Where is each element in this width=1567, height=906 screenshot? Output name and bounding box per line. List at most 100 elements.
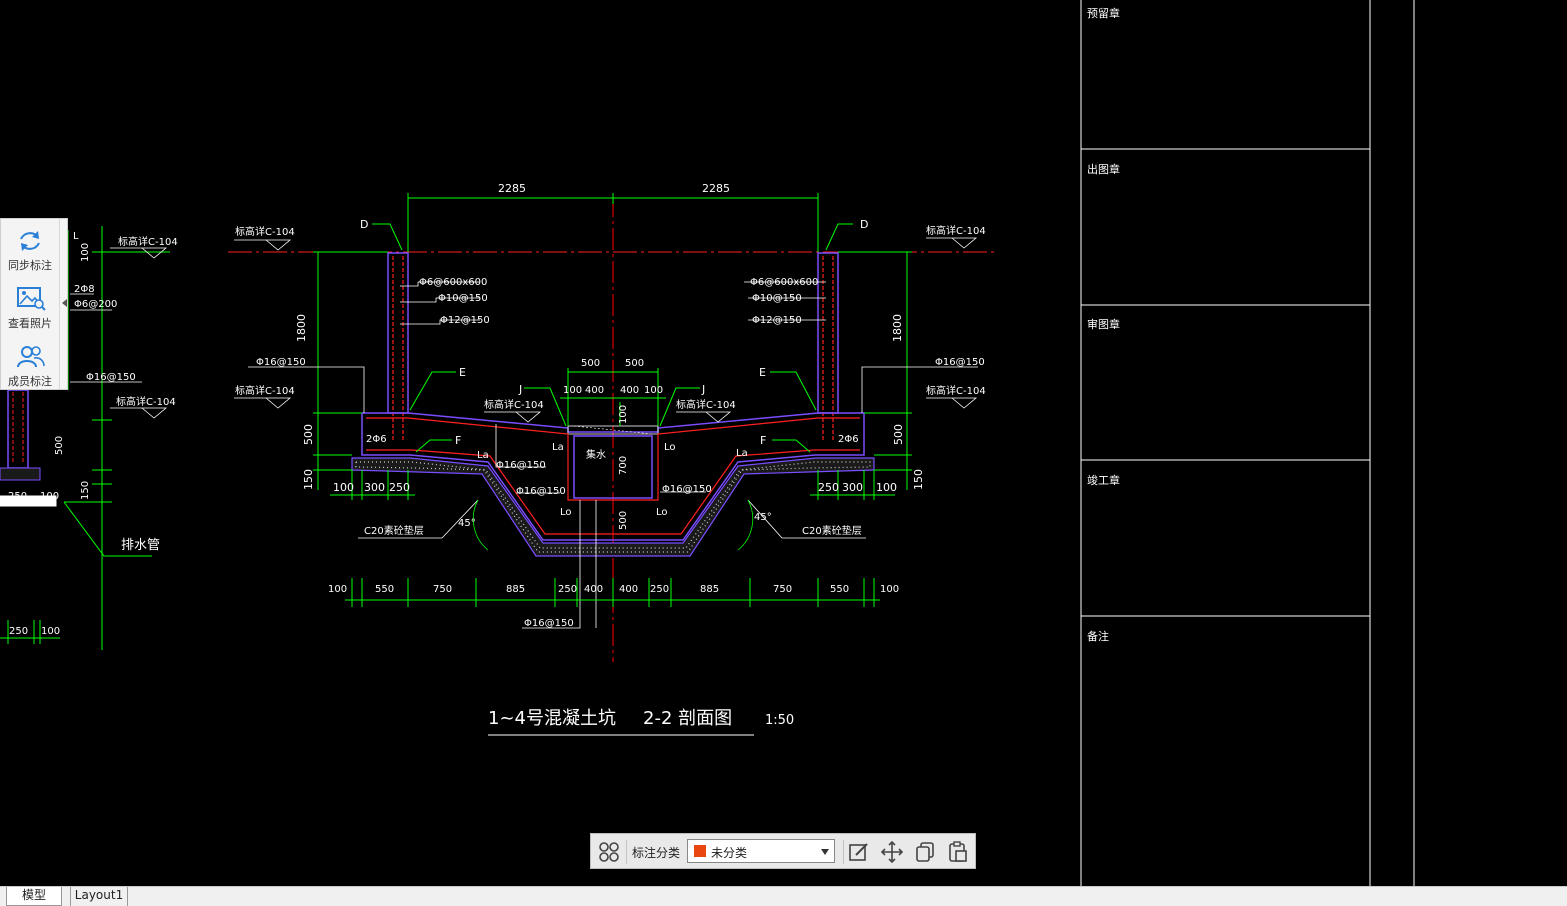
member-annotation-button[interactable]: 成员标注	[1, 337, 59, 393]
la-1: La	[552, 442, 564, 453]
copy-annotation-button[interactable]	[913, 840, 937, 864]
dim-1800-left: 1800	[295, 314, 308, 342]
rebar-l-c: Φ12@150	[440, 315, 490, 326]
level-c-left: 标高详C-104	[484, 398, 544, 411]
left-dim-100b: 100	[41, 626, 60, 637]
rebar-l-b: Φ10@150	[438, 293, 488, 304]
bdim-6: 400	[619, 584, 638, 595]
dim-300-r: 300	[842, 481, 863, 494]
rebar-slope-2: Φ16@150	[516, 486, 566, 497]
rebar-r-c: Φ12@150	[752, 315, 802, 326]
dim-100-sb: 100	[644, 385, 663, 396]
dim-300-l: 300	[364, 481, 385, 494]
dim-100-l: 100	[333, 481, 354, 494]
level-l-mid: 标高详C-104	[235, 384, 295, 397]
drawing-title: 1~4号混凝土坑	[488, 708, 616, 729]
edit-annotation-button[interactable]	[847, 840, 871, 864]
top-dim-right: 2285	[702, 182, 730, 195]
sync-icon	[20, 231, 40, 251]
annotation-side-panel: 同步标注 查看照片 成员标注	[0, 218, 68, 390]
copy-icon	[916, 842, 934, 862]
rebar-slope-3: Φ16@150	[662, 484, 712, 495]
bdim-8: 885	[700, 584, 719, 595]
dim-500-left: 500	[302, 424, 315, 445]
bdim-5: 400	[584, 584, 603, 595]
rebar-l-d: Φ16@150	[256, 357, 306, 368]
toolbar-divider	[843, 840, 844, 864]
top-dim-left: 2285	[498, 182, 526, 195]
marker-e-right: E	[759, 366, 766, 379]
view-photo-label: 查看照片	[8, 317, 52, 330]
tab-model[interactable]: 模型	[6, 887, 62, 906]
edit-icon	[849, 843, 868, 861]
level-c-right: 标高详C-104	[676, 398, 736, 411]
dim-100-r: 100	[876, 481, 897, 494]
left-rebar-d: Φ16@150	[86, 372, 136, 383]
la-2: La	[477, 450, 489, 461]
bdim-10: 550	[830, 584, 849, 595]
view-photo-button[interactable]: 查看照片	[1, 279, 59, 335]
rebar-l-e: 2Φ6	[366, 434, 387, 445]
category-select[interactable]: 未分类	[687, 839, 835, 863]
lo-3: Lo	[656, 507, 668, 518]
bdim-2: 750	[433, 584, 452, 595]
lo-1: Lo	[664, 442, 676, 453]
grid-menu-button[interactable]	[597, 840, 621, 864]
drawing-scale: 1:50	[765, 713, 794, 728]
paste-icon	[949, 841, 967, 862]
dim-400-sa: 400	[585, 385, 604, 396]
paste-annotation-button[interactable]	[946, 840, 970, 864]
section-drawing: 2285 2285	[228, 182, 998, 736]
dim-250-r: 250	[818, 481, 839, 494]
bdim-3: 885	[506, 584, 525, 595]
bdim-11: 100	[880, 584, 899, 595]
sync-annotation-button[interactable]: 同步标注	[1, 221, 59, 277]
bdim-1: 550	[375, 584, 394, 595]
cushion-right: C20素砼垫层	[802, 524, 862, 537]
rebar-r-b: Φ10@150	[752, 293, 802, 304]
left-partial-drawing: L 标高详C-104 标高详C-104 2Φ8 Φ6@200 Φ16@150 1…	[0, 226, 178, 650]
dim-150-right: 150	[912, 469, 925, 490]
left-dim-100a: 100	[40, 491, 59, 502]
bdim-0: 100	[328, 584, 347, 595]
move-annotation-button[interactable]	[880, 840, 904, 864]
angle-left: 45°	[458, 518, 476, 529]
bdim-7: 250	[650, 584, 669, 595]
tab-layout1[interactable]: Layout1	[70, 887, 128, 906]
move-icon	[880, 840, 904, 864]
dim-500-v: 500	[618, 511, 629, 530]
category-color-swatch	[694, 845, 706, 857]
level-r-top: 标高详C-104	[926, 224, 986, 237]
dim-500-a: 500	[581, 358, 600, 369]
sync-annotation-label: 同步标注	[8, 259, 52, 272]
left-dim-500: 500	[54, 436, 65, 455]
dim-100-v: 100	[618, 405, 629, 424]
marker-d-left: D	[360, 218, 368, 231]
grid-icon	[599, 842, 619, 862]
left-marker-l: L	[73, 231, 79, 242]
la-3: La	[736, 448, 748, 459]
drawing-section: 2-2 剖面图	[643, 708, 732, 729]
photo-icon	[17, 287, 46, 311]
rebar-l-a: Φ6@600x600	[419, 277, 487, 288]
marker-f-right: F	[760, 434, 766, 447]
category-value: 未分类	[711, 846, 748, 860]
dim-1800-right: 1800	[891, 314, 904, 342]
marker-f-left: F	[455, 434, 461, 447]
title-block	[1080, 0, 1415, 886]
left-dim-100: 100	[80, 243, 91, 262]
marker-e-left: E	[459, 366, 466, 379]
left-dim-250a: 250	[8, 491, 27, 502]
left-level-top: 标高详C-104	[118, 235, 178, 248]
bdim-9: 750	[773, 584, 792, 595]
dim-500-b: 500	[625, 358, 644, 369]
lo-2: Lo	[560, 507, 572, 518]
panel-collapse-handle[interactable]	[59, 219, 69, 389]
cad-canvas[interactable]: 预留章 出图章 审图章 竣工章 备注 2285 2285	[0, 0, 1567, 886]
dim-400-sb: 400	[620, 385, 639, 396]
angle-right: 45°	[754, 512, 772, 523]
title-row-completion: 竣工章	[1087, 473, 1120, 487]
left-rebar-g: Φ6@200	[74, 299, 117, 310]
members-icon	[17, 346, 45, 368]
dim-500-right: 500	[892, 424, 905, 445]
